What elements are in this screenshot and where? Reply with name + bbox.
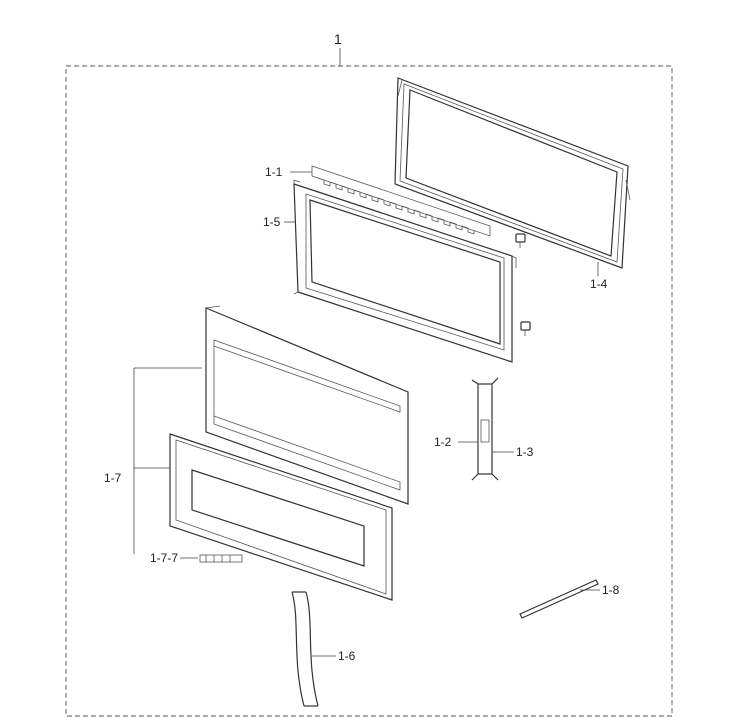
bracket-1-7 xyxy=(133,367,202,554)
label-assembly: 1 xyxy=(334,31,342,47)
part-choke-cover xyxy=(311,165,491,237)
assembly-boundary xyxy=(65,65,673,717)
part-latch-hook xyxy=(471,377,499,481)
label-1-5: 1-5 xyxy=(263,215,281,229)
part-door-outer xyxy=(169,433,393,601)
label-1-1: 1-1 xyxy=(265,165,283,179)
part-door-frame-rear xyxy=(394,77,631,269)
part-door-frame-inner xyxy=(293,179,517,363)
label-1-7-7: 1-7-7 xyxy=(150,551,178,565)
screw-lower xyxy=(520,321,531,336)
part-label-strip xyxy=(199,554,243,563)
label-1-7: 1-7 xyxy=(104,471,122,485)
part-door-handle xyxy=(291,591,319,707)
screw-upper xyxy=(515,233,526,248)
label-1-3: 1-3 xyxy=(516,445,534,459)
label-1-6: 1-6 xyxy=(338,649,356,663)
part-door-inner-panel xyxy=(205,305,409,505)
label-1-2: 1-2 xyxy=(434,435,452,449)
label-1-4: 1-4 xyxy=(590,277,608,291)
part-rod xyxy=(519,579,599,619)
label-1-8: 1-8 xyxy=(602,583,620,597)
